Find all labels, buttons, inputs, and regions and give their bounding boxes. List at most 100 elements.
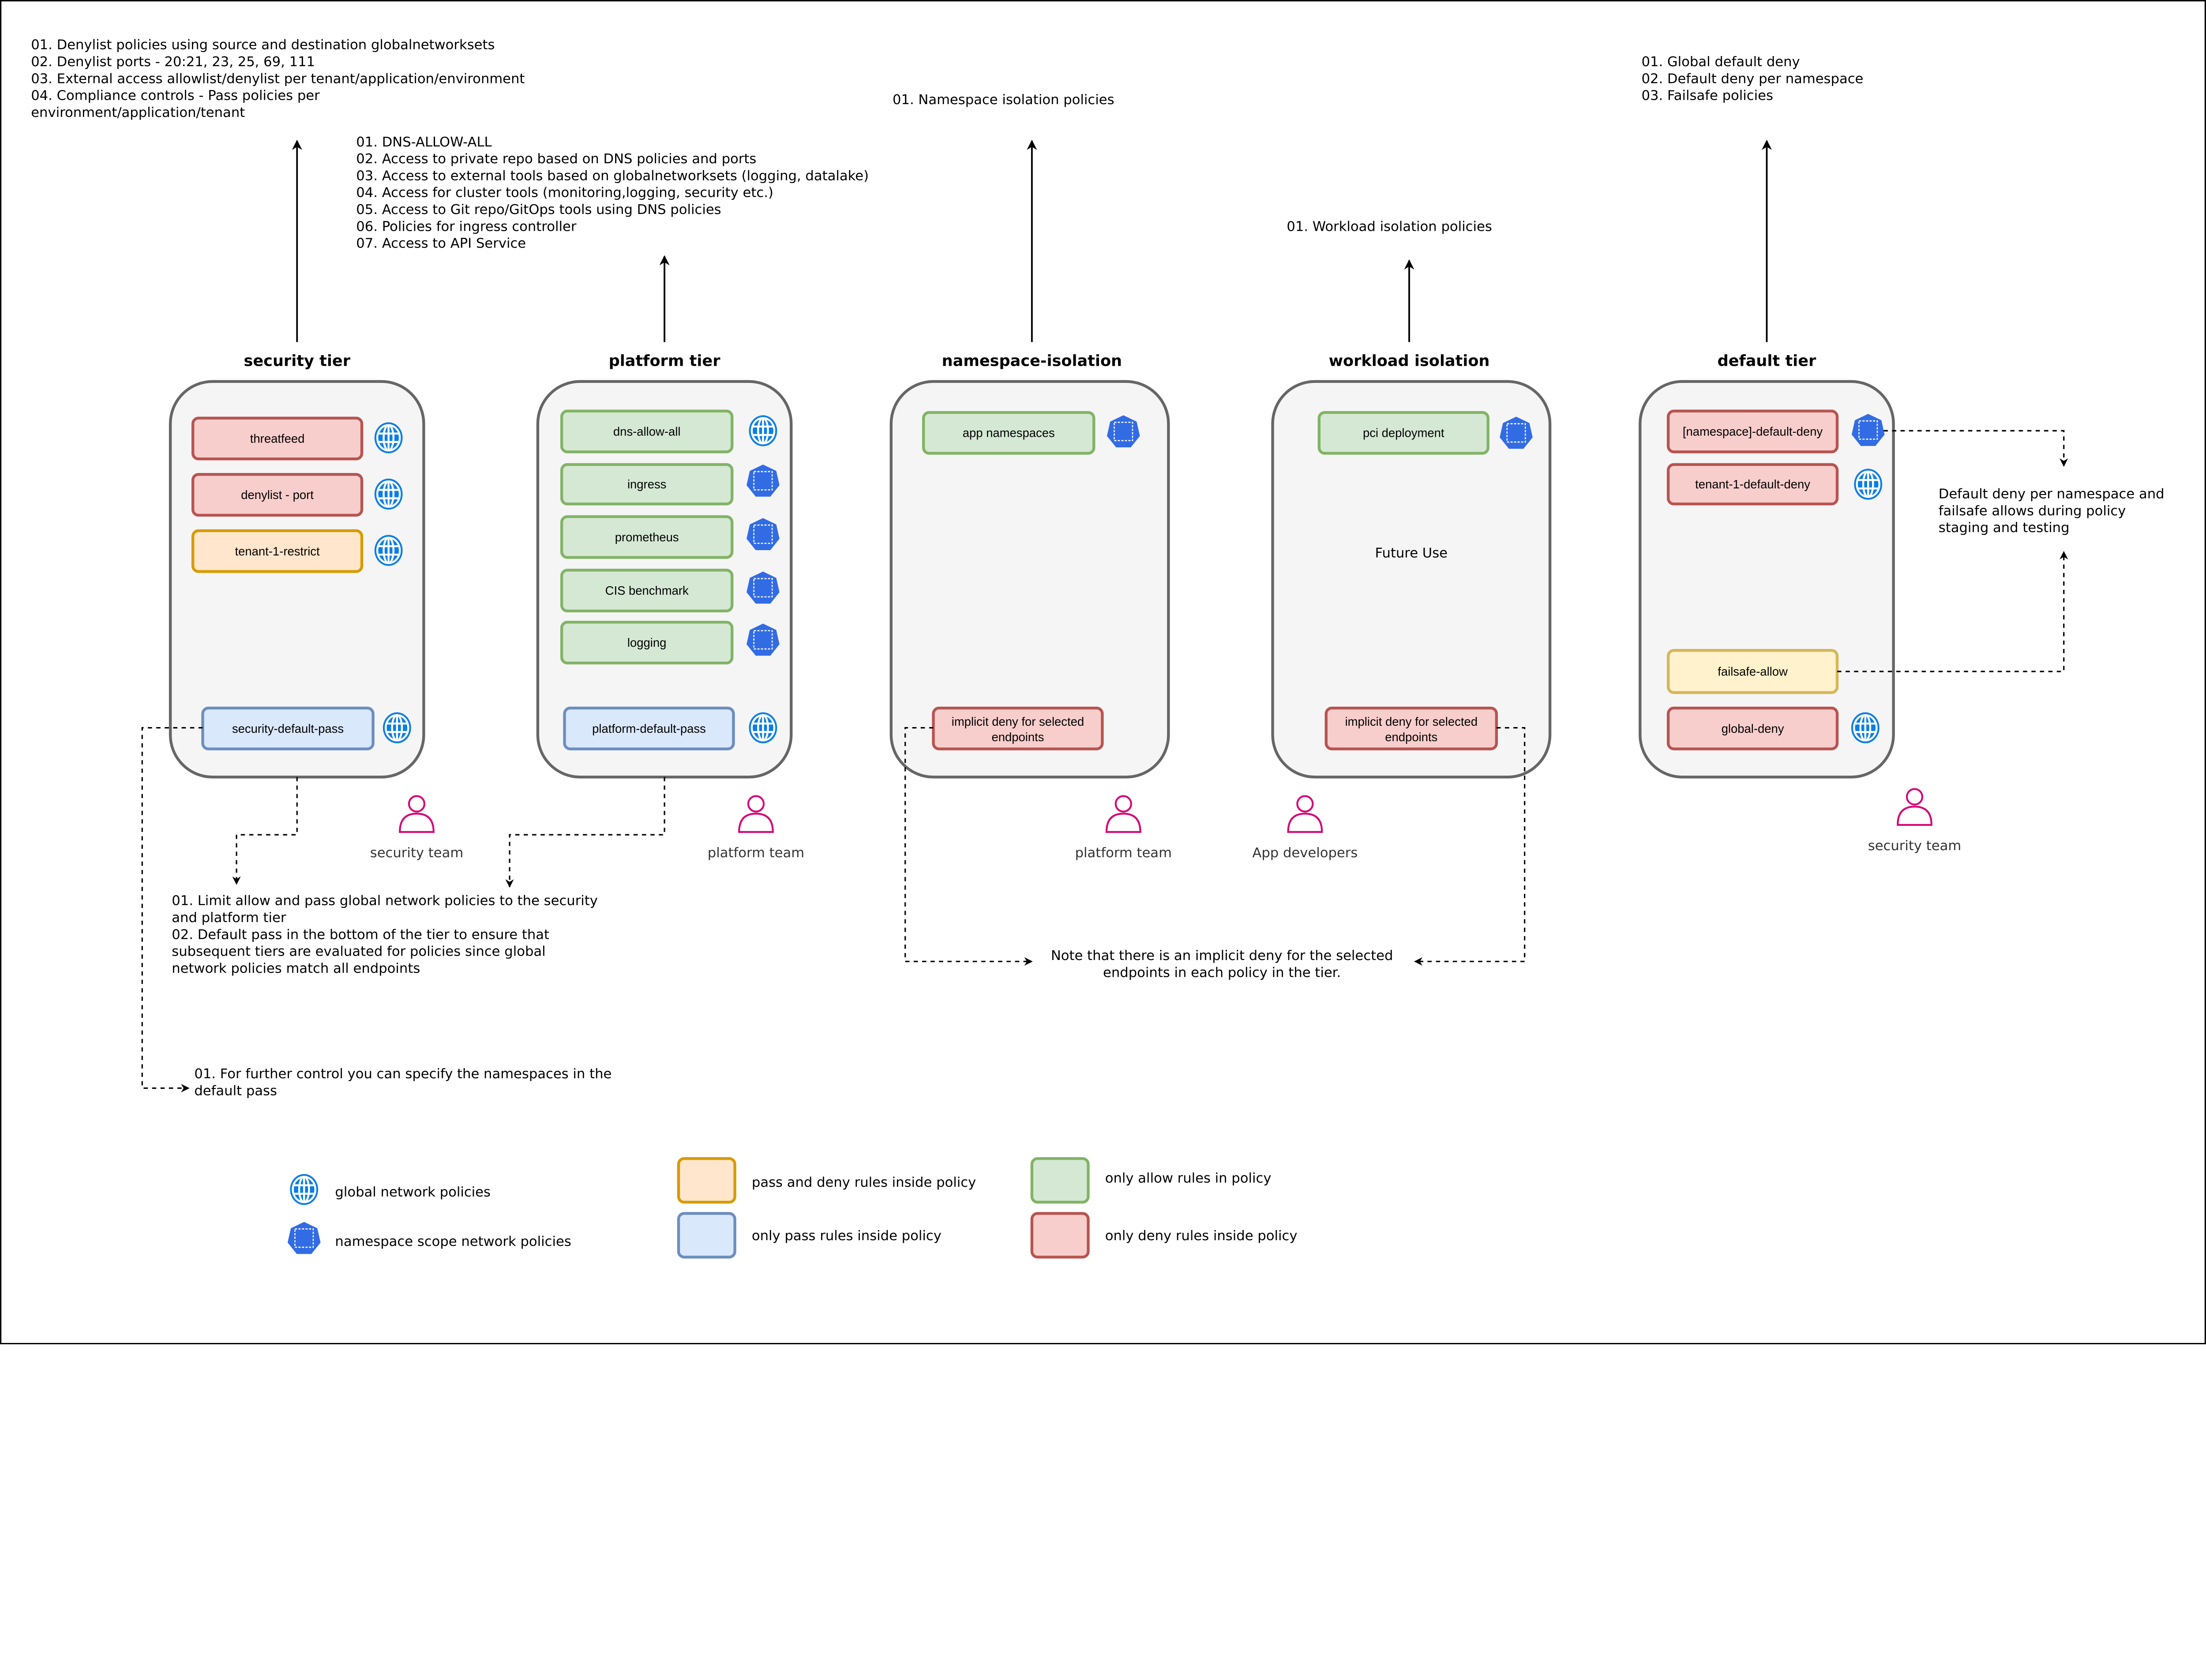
tier-pass-note: 02. Default pass in the bottom of the ti… [172, 927, 549, 942]
policy-deny[interactable]: implicit deny for selected endpoints [1324, 706, 1498, 750]
policy-label: ingress [627, 477, 666, 491]
policy-allow[interactable]: ingress [560, 463, 734, 506]
legend-label: only allow rules in policy [1105, 1170, 1272, 1186]
policy-allow[interactable]: prometheus [560, 515, 734, 559]
policy-label: tenant-1-restrict [235, 544, 320, 558]
tier-note-line: 02. Denylist ports - 20:21, 23, 25, 69, … [31, 54, 315, 70]
policy-label: app namespaces [963, 426, 1055, 440]
legend-swatch-deny [1030, 1212, 1090, 1259]
legend-label: only deny rules inside policy [1105, 1228, 1298, 1244]
team-label: platform team [708, 845, 804, 861]
policy-label: tenant-1-default-deny [1695, 477, 1810, 491]
tier-note-line: 04. Compliance controls - Pass policies … [31, 88, 320, 104]
policy-pass[interactable]: platform-default-pass [563, 706, 735, 750]
tier-title: namespace-isolation [942, 352, 1122, 370]
policy-allow[interactable]: CIS benchmark [560, 569, 734, 613]
namespace-icon [1107, 415, 1140, 448]
team-label: security team [1868, 838, 1961, 854]
person-icon [1105, 795, 1141, 833]
namespace-icon [747, 464, 780, 497]
implicit-deny-note: endpoints in each policy in the tier. [1103, 965, 1341, 980]
namespace-icon [747, 623, 780, 656]
policy-deny[interactable]: global-deny [1666, 706, 1839, 750]
policy-deny[interactable]: implicit deny for selected endpoints [932, 706, 1104, 750]
policy-allow[interactable]: pci deployment [1317, 411, 1489, 455]
tier-title: workload isolation [1329, 352, 1490, 370]
tier-title: default tier [1718, 352, 1816, 370]
namespace-icon [287, 1222, 321, 1254]
dashed-connector [1883, 430, 2068, 467]
tier-container [889, 380, 1170, 779]
policy-allow[interactable]: app namespaces [922, 411, 1095, 455]
policy-label: pci deployment [1363, 426, 1444, 440]
policy-label: prometheus [615, 530, 679, 544]
global-icon [290, 1174, 319, 1205]
tier-note-line: 04. Access for cluster tools (monitoring… [356, 185, 773, 201]
policy-label: endpoints [991, 730, 1044, 744]
dashed-connector [232, 777, 298, 885]
tier-note-line: 02. Access to private repo based on DNS … [356, 151, 756, 167]
failsafe-note: staging and testing [1939, 520, 2070, 536]
person-icon [738, 795, 774, 833]
legend-swatch-pass-deny [677, 1157, 736, 1204]
tier-note-line: 03. Access to external tools based on gl… [356, 168, 869, 184]
tier-note-line: 07. Access to API Service [356, 236, 526, 251]
policy-label: dns-allow-all [613, 425, 681, 439]
policy-label: endpoints [1385, 730, 1437, 744]
tier-pass-note: and platform tier [172, 910, 286, 926]
policy-label: [namespace]-default-deny [1683, 425, 1823, 439]
person-icon [1287, 795, 1323, 833]
tier-namespace-isolation [889, 380, 1170, 779]
tier-pass-note: 01. Limit allow and pass global network … [172, 893, 598, 909]
policy-pass-deny[interactable]: tenant-1-restrict [191, 529, 364, 573]
legend-global: global network policies [335, 1185, 491, 1200]
legend-label: pass and deny rules inside policy [752, 1175, 976, 1190]
policy-allow[interactable]: dns-allow-all [560, 409, 734, 454]
tier-title: security tier [244, 352, 351, 370]
global-icon [374, 422, 403, 454]
policy-deny[interactable]: tenant-1-default-deny [1666, 463, 1839, 506]
namespace-icon [1500, 416, 1533, 449]
legend-swatch-allow [1030, 1157, 1090, 1204]
global-icon [374, 478, 403, 510]
tier-note-line: environment/application/tenant [31, 105, 245, 120]
tier-title: platform tier [609, 352, 721, 370]
tier-pass-note: subsequent tiers are evaluated for polic… [172, 944, 545, 960]
tier-pass-note: network policies match all endpoints [172, 961, 420, 976]
tier-note-line: 01. DNS-ALLOW-ALL [356, 135, 491, 150]
policy-deny[interactable]: threatfeed [191, 416, 364, 461]
policy-pass[interactable]: security-default-pass [201, 706, 375, 750]
legend-namespace: namespace scope network policies [335, 1234, 571, 1249]
global-icon [1851, 712, 1880, 743]
policy-label: logging [627, 636, 667, 649]
dashed-connector [141, 727, 203, 1093]
tier-note-line: 03. External access allowlist/denylist p… [31, 71, 525, 86]
tier-note-line: 02. Default deny per namespace [1641, 71, 1863, 86]
policy-deny[interactable]: [namespace]-default-deny [1666, 409, 1839, 454]
policy-label: CIS benchmark [605, 584, 689, 597]
team-label: security team [370, 845, 463, 861]
legend-label: only pass rules inside policy [752, 1228, 942, 1244]
tier-note-line: 01. Global default deny [1641, 54, 1800, 70]
tier-note-line: 01. Workload isolation policies [1287, 219, 1492, 234]
default-pass-note: default pass [194, 1083, 277, 1099]
global-icon [749, 415, 777, 446]
policy-deny[interactable]: denylist - port [191, 473, 364, 517]
policy-label: platform-default-pass [592, 722, 706, 735]
tier-note-line: 06. Policies for ingress controller [356, 219, 577, 234]
future-use-label: Future Use [1375, 546, 1448, 561]
policy-label: implicit deny for selected [1345, 715, 1478, 728]
namespace-icon [1851, 414, 1885, 446]
policy-label: implicit deny for selected [952, 715, 1084, 728]
policy-failsafe[interactable]: failsafe-allow [1666, 649, 1839, 694]
tier-container [1271, 380, 1552, 779]
person-icon [399, 795, 435, 833]
dashed-connector [1414, 727, 1526, 966]
policy-allow[interactable]: logging [560, 621, 734, 665]
namespace-icon [747, 518, 780, 550]
policy-label: threatfeed [250, 432, 305, 446]
tier-note-line: 01. Namespace isolation policies [893, 92, 1114, 108]
policy-label: global-deny [1722, 722, 1784, 735]
legend-swatch-pass [677, 1212, 736, 1259]
